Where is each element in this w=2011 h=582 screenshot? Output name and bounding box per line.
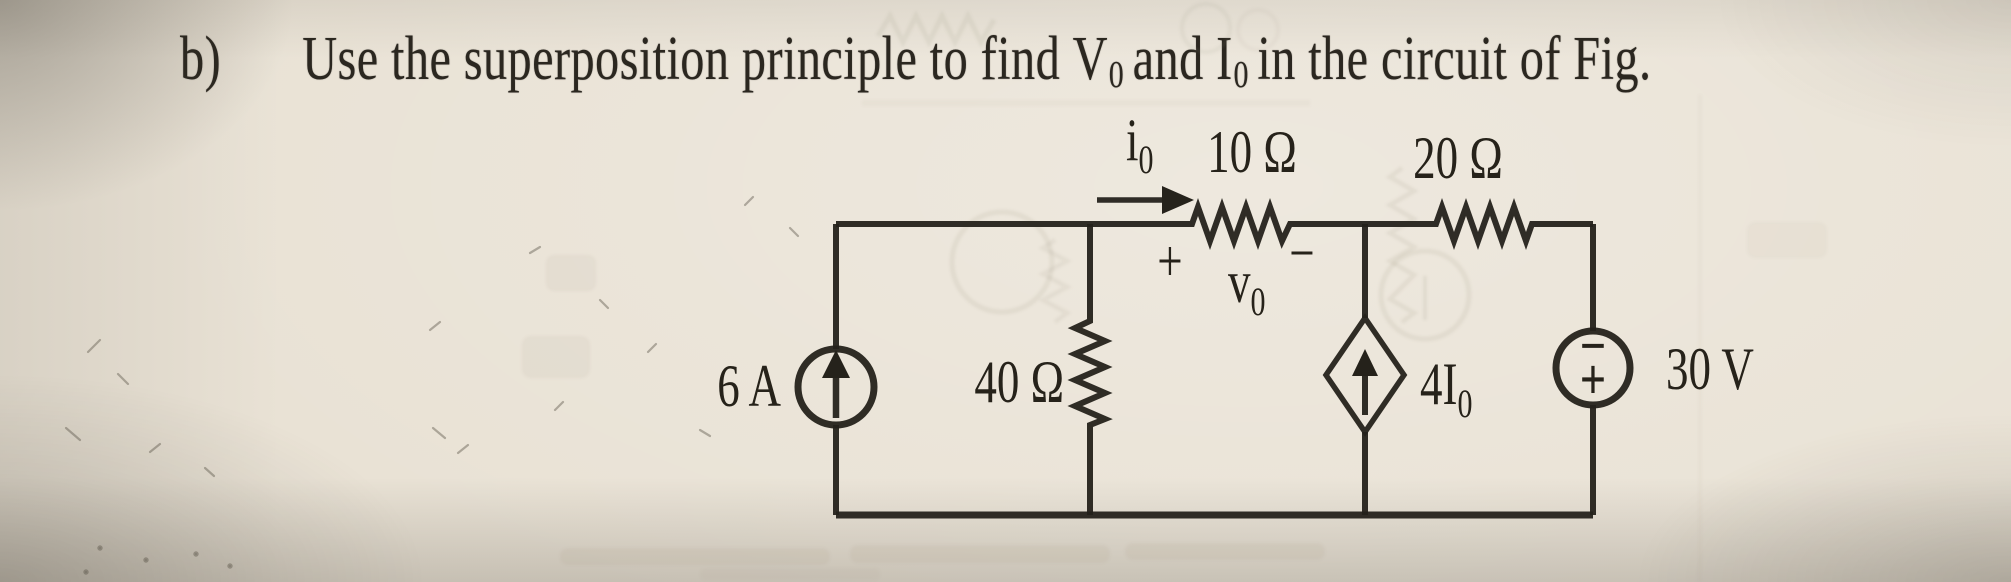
voltage-source-label: 30 V bbox=[1666, 337, 1754, 403]
pencil-dot bbox=[143, 557, 149, 563]
symbol-v0-main: V bbox=[1072, 25, 1108, 93]
dependent-source-label-sub: 0 bbox=[1457, 381, 1472, 426]
bleed-through-circle bbox=[1180, 2, 1232, 54]
pencil-mark bbox=[553, 400, 565, 412]
pencil-mark bbox=[86, 338, 102, 354]
io-current-label-sub: 0 bbox=[1139, 137, 1154, 182]
bleed-through-text-blob bbox=[850, 545, 1110, 563]
bleed-through-text-blob bbox=[560, 548, 830, 565]
symbol-v0: V0 bbox=[1072, 25, 1125, 96]
resistor-40-branch bbox=[1067, 224, 1113, 515]
pencil-mark bbox=[646, 342, 658, 354]
pencil-mark bbox=[116, 372, 130, 386]
symbol-i0-sub: 0 bbox=[1233, 53, 1249, 96]
current-source-arrow-head bbox=[822, 350, 850, 378]
symbol-i0: I0 bbox=[1216, 25, 1249, 96]
symbol-i0-main: I bbox=[1216, 25, 1233, 93]
vo-label: v0 bbox=[1228, 250, 1265, 324]
io-current-arrow-head bbox=[1162, 186, 1194, 214]
resistor-40-label: 40 Ω bbox=[974, 350, 1064, 416]
pencil-speckles bbox=[64, 195, 800, 575]
question-item-label: b) bbox=[180, 25, 222, 93]
pencil-mark bbox=[431, 426, 447, 440]
pencil-dot bbox=[193, 551, 199, 557]
dependent-source-label-main: 4I bbox=[1420, 352, 1457, 418]
resistor-10-label: 10 Ω bbox=[1207, 120, 1297, 186]
vo-minus-sign: − bbox=[1289, 221, 1314, 287]
bleed-through-resistor bbox=[1038, 238, 1072, 324]
bleed-through-text-blob bbox=[1747, 222, 1827, 258]
bleed-through-text-blob bbox=[522, 336, 590, 378]
voltage-source-plus-sign: + bbox=[1580, 348, 1606, 412]
bleed-through-text-blob bbox=[1125, 543, 1325, 560]
dependent-source-diamond bbox=[1322, 313, 1408, 437]
top-wire-with-resistors bbox=[836, 197, 1593, 251]
bleed-through-text-blob bbox=[546, 255, 596, 291]
voltage-source-minus-sign: − bbox=[1580, 314, 1606, 378]
pencil-dot bbox=[227, 563, 233, 569]
circuit-schematic bbox=[794, 186, 1634, 519]
dependent-source-arrow-head bbox=[1352, 349, 1378, 376]
bleed-through-circle bbox=[949, 209, 1055, 315]
question-conjunction: and bbox=[1132, 25, 1204, 93]
bleed-through-resistor bbox=[875, 10, 997, 48]
circuit-labels: 6 A 40 Ω i0 10 Ω 20 Ω + v0 − 4I0 30 V − … bbox=[717, 108, 1754, 426]
pencil-mark bbox=[528, 245, 542, 255]
symbol-v0-sub: 0 bbox=[1108, 53, 1125, 96]
pencil-mark bbox=[64, 426, 82, 442]
io-current-label-main: i bbox=[1126, 108, 1139, 174]
current-source-label: 6 A bbox=[717, 354, 781, 420]
bleed-through-text-blob bbox=[700, 568, 880, 580]
pencil-mark bbox=[428, 320, 442, 332]
pencil-mark bbox=[788, 226, 800, 238]
bleed-through-circle bbox=[1236, 8, 1280, 52]
pencil-mark bbox=[456, 443, 470, 455]
pencil-mark bbox=[698, 428, 712, 438]
io-current-label: i0 bbox=[1126, 108, 1153, 182]
pencil-dot bbox=[97, 545, 103, 551]
pencil-mark bbox=[598, 298, 610, 310]
dependent-source-label: 4I0 bbox=[1420, 352, 1472, 426]
current-source-circle bbox=[794, 345, 878, 429]
vo-plus-sign: + bbox=[1157, 229, 1182, 295]
question-text-after: in the circuit of Fig. bbox=[1257, 25, 1652, 93]
pencil-dot bbox=[83, 569, 89, 575]
voltage-source-circle bbox=[1552, 327, 1634, 409]
pencil-mark bbox=[203, 466, 216, 478]
resistor-20-label: 20 Ω bbox=[1413, 126, 1503, 192]
vo-label-main: v bbox=[1228, 250, 1251, 316]
pencil-mark bbox=[148, 442, 162, 454]
bleed-through-circle bbox=[1378, 248, 1472, 342]
pencil-mark bbox=[743, 195, 755, 207]
bleed-through-ghosts bbox=[522, 2, 1827, 582]
bleed-through-resistor bbox=[1385, 166, 1419, 324]
vo-label-sub: 0 bbox=[1250, 279, 1265, 324]
